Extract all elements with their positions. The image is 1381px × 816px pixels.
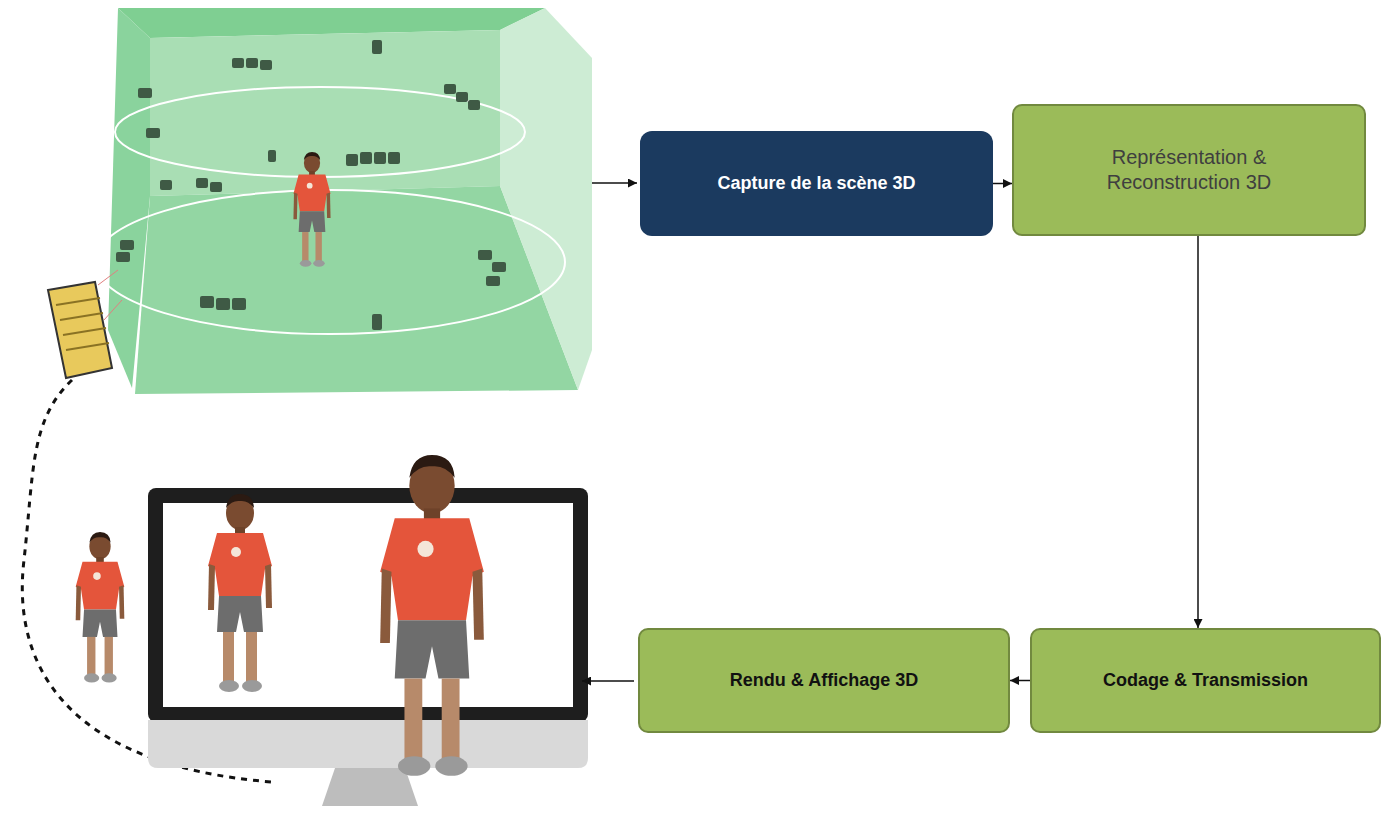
camera [232, 298, 246, 310]
flow-arrow [1010, 680, 1030, 682]
camera [232, 58, 244, 68]
camera [116, 252, 130, 262]
process-box: Rendu & Affichage 3D [638, 628, 1010, 733]
monitor-stand [322, 768, 418, 806]
camera [260, 60, 272, 70]
camera [138, 88, 152, 98]
monitor [148, 488, 588, 806]
box-label: Représentation & Reconstruction 3D [1097, 145, 1282, 195]
box-label: Codage & Transmission [1103, 669, 1308, 692]
studio-right-face [500, 8, 592, 390]
studio-back-wall [150, 30, 500, 196]
server-rack [48, 282, 112, 378]
camera [492, 262, 506, 272]
server-cable [98, 270, 118, 285]
output-arrow [582, 680, 634, 682]
camera [196, 178, 208, 188]
flow-arrow [1197, 236, 1199, 628]
process-box: Représentation & Reconstruction 3D [1012, 104, 1366, 236]
camera [360, 152, 372, 164]
box-label: Capture de la scène 3D [717, 172, 915, 195]
server-slot [66, 343, 109, 350]
rendered-person-small [76, 532, 125, 682]
server-slot [63, 328, 106, 335]
camera [216, 298, 230, 310]
captured-person [293, 152, 330, 267]
camera [146, 128, 160, 138]
camera [200, 296, 214, 308]
camera [388, 152, 400, 164]
camera [468, 100, 480, 110]
camera [160, 180, 172, 190]
cameras [116, 40, 506, 330]
server-cable [104, 300, 122, 320]
rendered-person-medium [208, 494, 272, 692]
camera [372, 314, 382, 330]
camera [478, 250, 492, 260]
camera [374, 152, 386, 164]
server-slot [60, 313, 103, 320]
capture-studio [95, 8, 592, 394]
input-arrow [592, 182, 637, 184]
box-label: Rendu & Affichage 3D [730, 669, 918, 692]
monitor-bezel [148, 488, 588, 722]
camera [456, 92, 468, 102]
camera [246, 58, 258, 68]
camera [120, 240, 134, 250]
process-box: Capture de la scène 3D [640, 131, 993, 236]
flow-arrow [993, 183, 1012, 185]
camera [372, 40, 382, 54]
camera [268, 150, 276, 162]
camera [444, 84, 456, 94]
camera [486, 276, 500, 286]
camera [346, 154, 358, 166]
camera [210, 182, 222, 192]
rendered-person-large [380, 455, 484, 776]
process-box: Codage & Transmission [1030, 628, 1381, 733]
server-slot [56, 298, 100, 305]
monitor-chin [148, 720, 588, 768]
capture-server [48, 270, 122, 378]
